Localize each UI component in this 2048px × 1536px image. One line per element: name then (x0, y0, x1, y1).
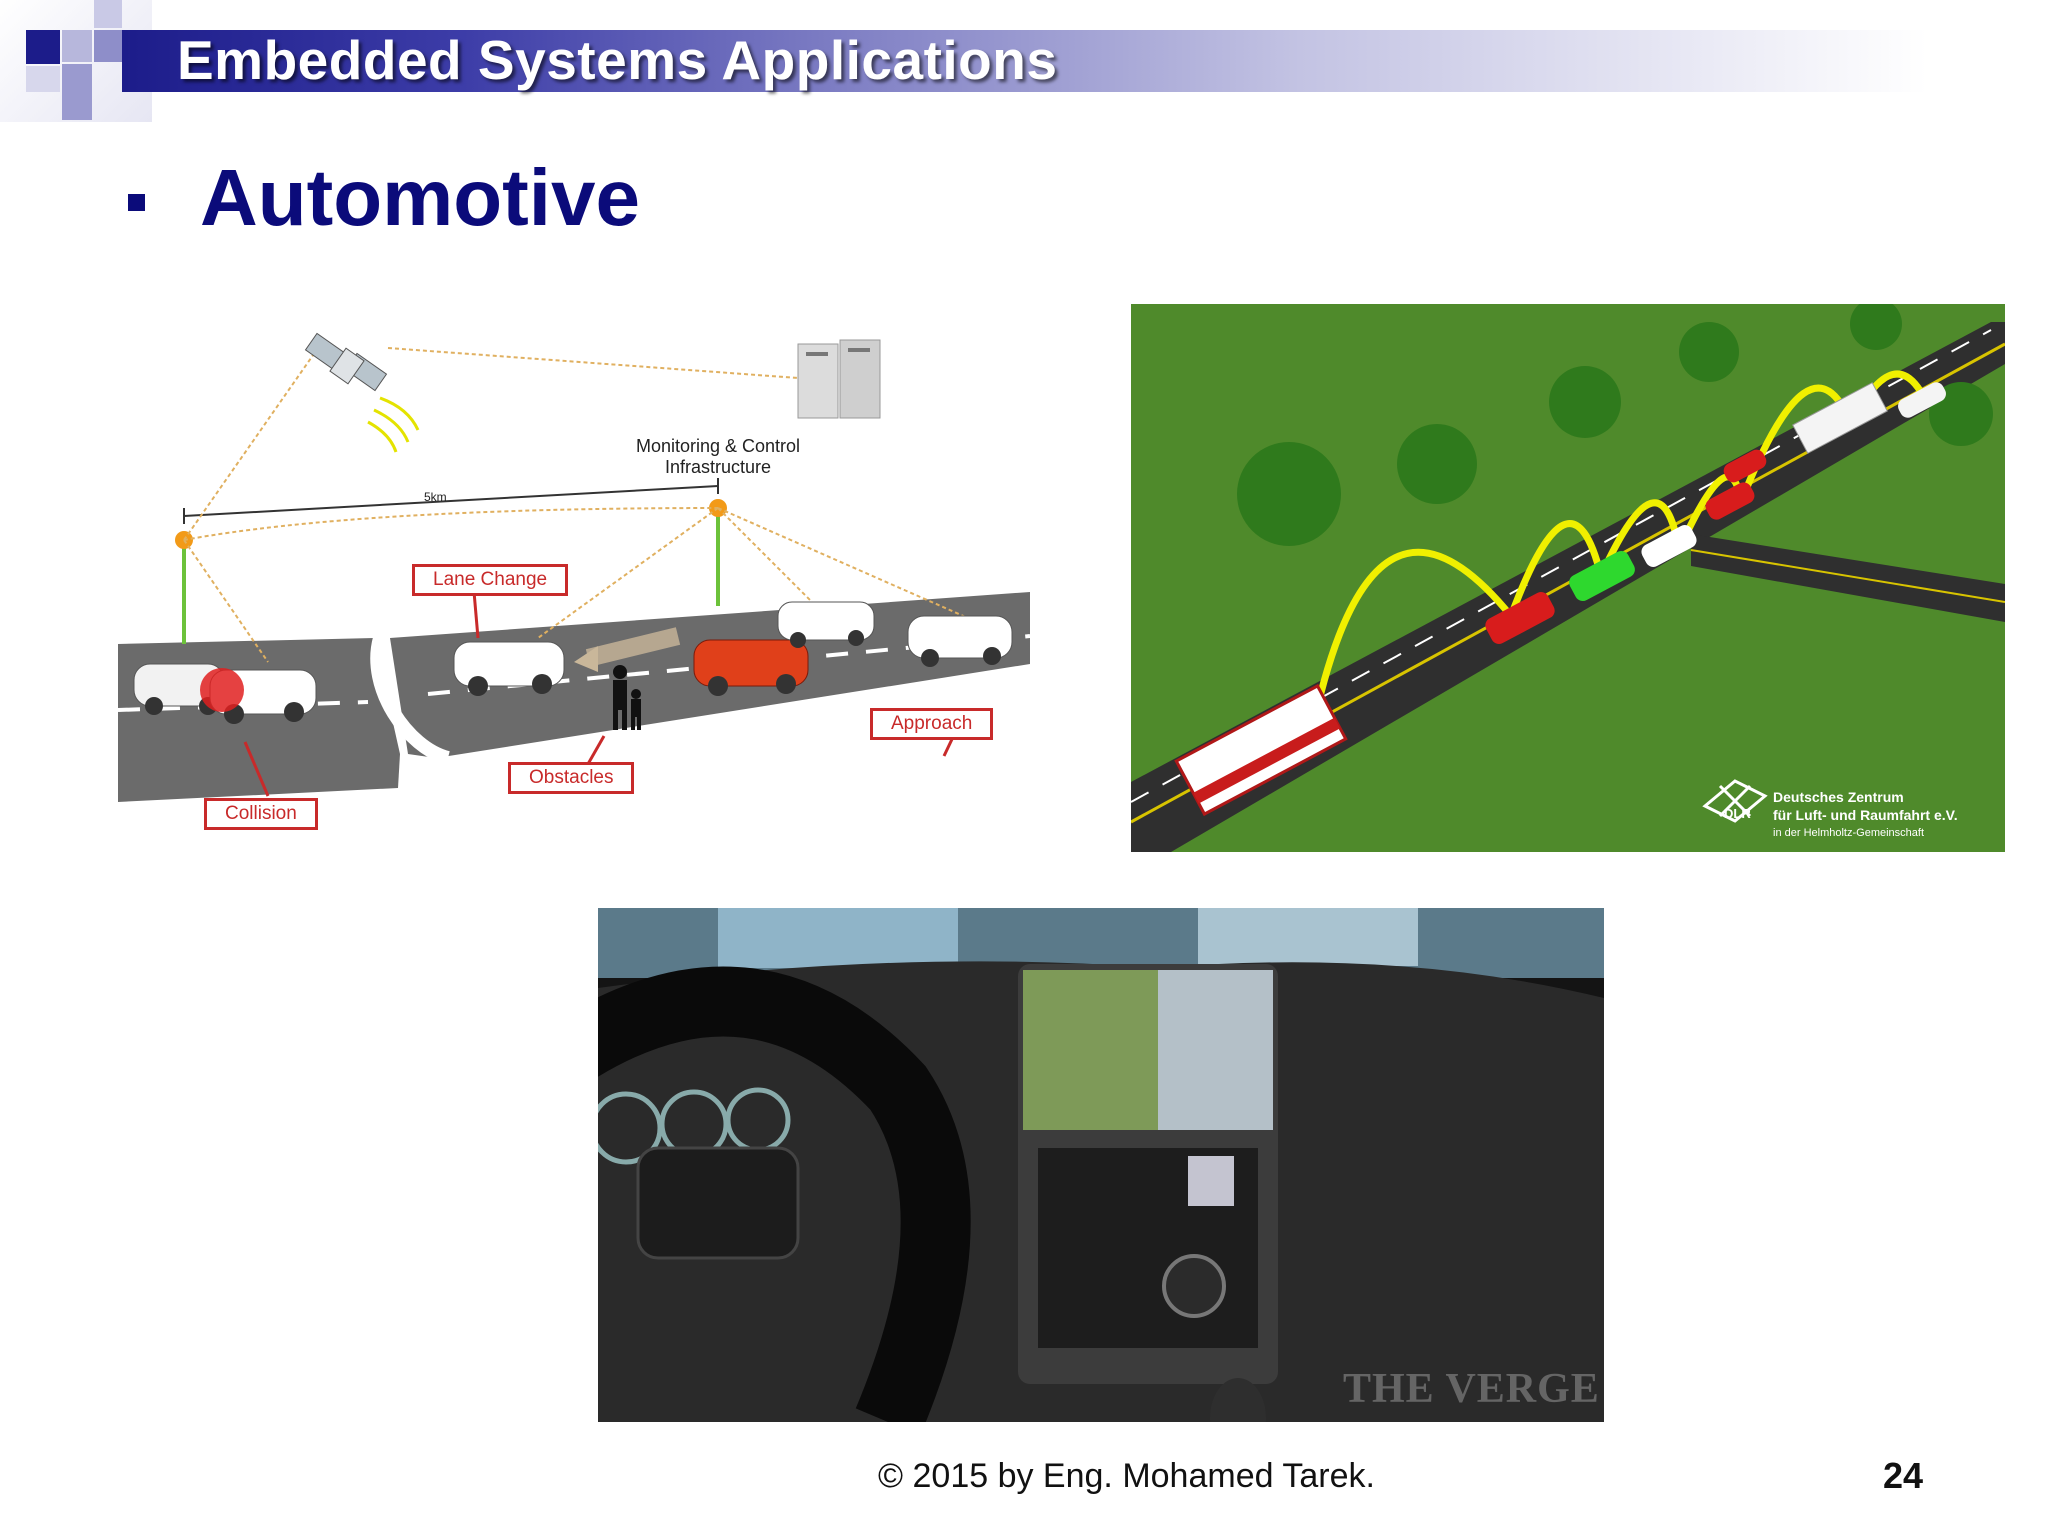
platoon-graphic (1131, 304, 2005, 852)
server-icon (797, 339, 881, 419)
platoon-highway-image (1131, 304, 2005, 852)
verge-watermark: THE VERGE (1343, 1366, 1600, 1412)
car-red (693, 639, 809, 696)
slide-title: Embedded Systems Applications (177, 29, 1058, 91)
car-approach (907, 615, 1013, 667)
distance-label: 5km (424, 490, 447, 504)
dashboard-graphic (598, 908, 1604, 1422)
footer-copyright: © 2015 by Eng. Mohamed Tarek. (878, 1457, 1375, 1495)
dlr-line3: in der Helmholtz-Gemeinschaft (1773, 827, 1925, 839)
page-number: 24 (1883, 1455, 1924, 1496)
car-red-2 (1705, 482, 1755, 520)
pedestrian-icon (613, 665, 641, 730)
title-bar (122, 30, 2022, 92)
tree-icons (1237, 304, 1993, 546)
v2x-diagram: Monitoring & Control Infrastructure 5km … (118, 318, 1030, 850)
collision-label: Collision (204, 798, 318, 830)
ambulance-icon (1174, 683, 1348, 817)
v2x-diagram-graphic (118, 332, 1030, 802)
collision-burst-icon (200, 668, 244, 712)
car-top (777, 601, 875, 648)
car-white-2 (1898, 382, 1946, 418)
obstacles-label: Obstacles (508, 762, 635, 794)
car-red-1 (1485, 592, 1555, 644)
car-dashboard-photo (598, 908, 1604, 1422)
bullet-marker (128, 194, 145, 211)
monitoring-label-line2: Infrastructure (664, 457, 772, 477)
control-knob-icon (1162, 1254, 1226, 1318)
dlr-abbr: DLR (1724, 806, 1751, 821)
bullet-heading: Automotive (200, 153, 640, 242)
approach-label: Approach (870, 708, 994, 740)
car-white-1 (1641, 525, 1697, 567)
car-lane-change (453, 641, 565, 696)
dlr-org-text: Deutsches Zentrum für Luft- und Raumfahr… (1773, 788, 1958, 842)
steering-wheel-icon (598, 966, 971, 1422)
dlr-line1: Deutsches Zentrum (1773, 789, 1904, 805)
monitoring-label-line1: Monitoring & Control (635, 436, 801, 456)
lane-change-label: Lane Change (412, 564, 569, 596)
dlr-line2: für Luft- und Raumfahrt e.V. (1773, 807, 1958, 823)
monitoring-control-label: Monitoring & Control Infrastructure (618, 436, 818, 478)
truck-icon (1792, 382, 1888, 454)
satellite-icon (304, 332, 420, 453)
dlr-logo-icon (1702, 779, 1768, 823)
car-red-3 (1723, 449, 1767, 483)
car-green (1569, 550, 1635, 602)
